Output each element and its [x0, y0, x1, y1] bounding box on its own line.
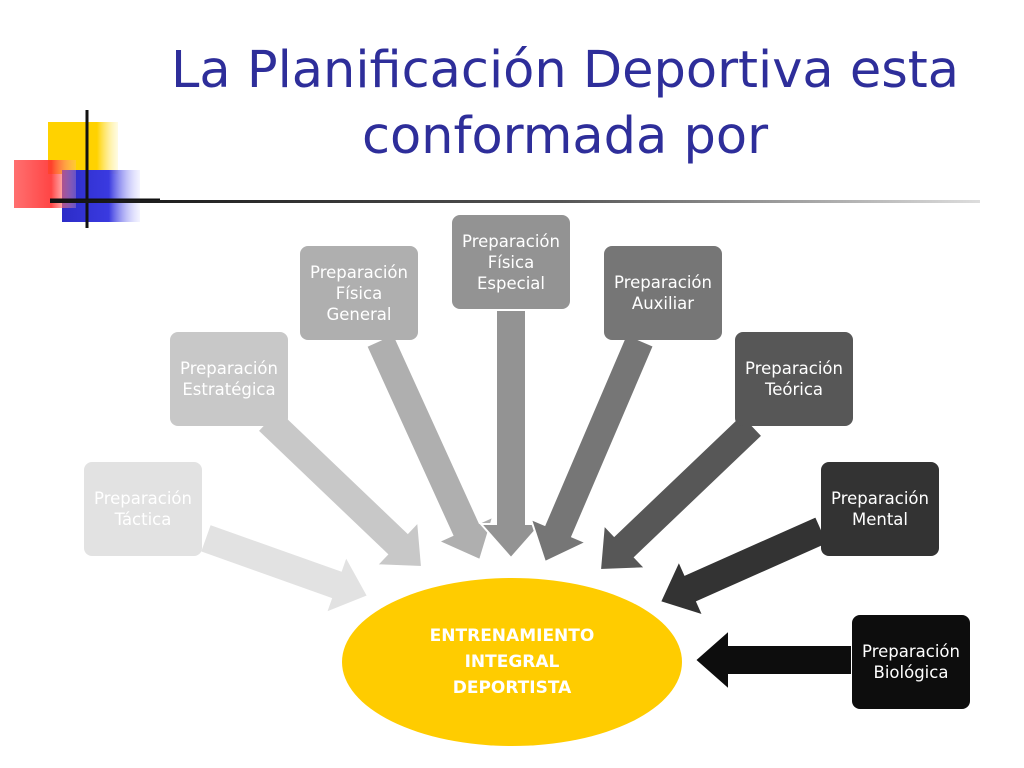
arrow-mental	[658, 514, 830, 618]
center-label: ENTRENAMIENTO INTEGRAL DEPORTISTA	[429, 626, 595, 698]
arrow-auxiliar	[529, 332, 656, 564]
component-box-biologica: Preparación Biológica	[852, 615, 970, 709]
title-underline	[50, 200, 980, 203]
component-box-tactica: Preparación Táctica	[84, 462, 202, 556]
arrow-fisica-general	[364, 332, 495, 562]
component-box-auxiliar: Preparación Auxiliar	[604, 246, 722, 340]
arrow-estrategica	[256, 407, 424, 569]
component-label-fisica-general: Preparación Física General	[310, 262, 408, 324]
component-label-mental: Preparación Mental	[831, 489, 929, 529]
component-box-teorica: Preparación Teórica	[735, 332, 853, 426]
slide-title: La Planificación Deportiva esta conforma…	[135, 38, 995, 170]
arrow-teorica	[598, 412, 764, 572]
component-box-mental: Preparación Mental	[821, 462, 939, 556]
component-box-estrategica: Preparación Estratégica	[170, 332, 288, 426]
component-label-fisica-especial: Preparación Física Especial	[462, 231, 560, 293]
component-label-teorica: Preparación Teórica	[745, 359, 843, 399]
component-label-estrategica: Preparación Estratégica	[180, 359, 278, 399]
component-label-tactica: Preparación Táctica	[94, 489, 192, 529]
component-box-fisica-especial: Preparación Física Especial	[452, 215, 570, 309]
component-box-fisica-general: Preparación Física General	[300, 246, 418, 340]
arrow-biologica	[693, 627, 853, 693]
center-ellipse: ENTRENAMIENTO INTEGRAL DEPORTISTA	[342, 578, 682, 746]
arrow-fisica-especial	[478, 309, 544, 560]
arrow-tactica	[198, 522, 370, 615]
slide-title-line-1: La Planificación Deportiva esta	[170, 41, 960, 100]
component-label-auxiliar: Preparación Auxiliar	[614, 273, 712, 313]
component-label-biologica: Preparación Biológica	[862, 642, 960, 682]
slide-title-line-2: conformada por	[361, 107, 769, 166]
